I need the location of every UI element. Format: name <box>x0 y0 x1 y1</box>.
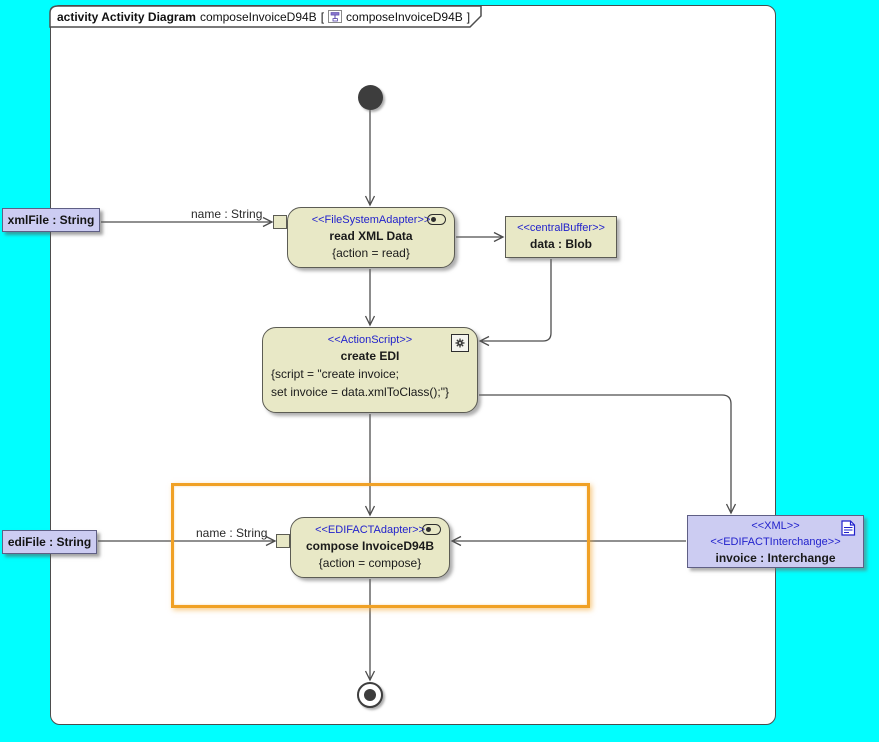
diagram-kind-label: activity Activity Diagram <box>57 9 196 24</box>
action-name: create EDI <box>340 349 400 363</box>
initial-node[interactable] <box>358 85 383 110</box>
input-pin-compose[interactable] <box>276 534 290 548</box>
central-buffer-data-blob[interactable]: <<centralBuffer>> data : Blob <box>505 216 617 258</box>
xml-document-icon <box>841 520 856 536</box>
edge-read-to-datablob[interactable] <box>456 233 503 242</box>
pin-label-read: name : String <box>191 207 263 221</box>
object-invoice-interchange[interactable]: <<XML>> <<EDIFACTInterchange>> invoice :… <box>687 515 864 568</box>
action-compose-invoice[interactable]: <<EDIFACTAdapter>> compose InvoiceD94B {… <box>290 517 450 578</box>
parameter-label: ediFile : String <box>7 535 92 549</box>
action-name: read XML Data <box>329 229 413 243</box>
final-node-dot <box>364 689 376 701</box>
edge-xmlfile-to-read-pin[interactable] <box>101 218 272 227</box>
activity-parameter-edifile[interactable]: ediFile : String <box>2 530 97 554</box>
stereotype-label: <<EDIFACTInterchange>> <box>710 536 841 548</box>
edge-edifile-to-compose-pin[interactable] <box>98 537 275 546</box>
stereotype-label: <<FileSystemAdapter>> <box>311 214 431 226</box>
selection-highlight <box>171 483 590 608</box>
object-name: invoice : Interchange <box>715 551 836 565</box>
pin-label-compose: name : String <box>196 526 268 540</box>
adapter-icon <box>427 214 446 225</box>
edge-createedi-to-invoice[interactable] <box>479 395 736 513</box>
edge-read-to-createedi[interactable] <box>366 269 375 325</box>
edge-datablob-to-createedi[interactable] <box>480 259 551 346</box>
diagram-title-tab-shape <box>50 6 481 27</box>
adapter-icon <box>422 524 441 535</box>
action-read-xml-data[interactable]: <<FileSystemAdapter>> read XML Data {act… <box>287 207 455 268</box>
edge-createedi-to-compose[interactable] <box>366 414 375 515</box>
stereotype-label: <<XML>> <box>751 520 800 532</box>
diagram-name-label: composeInvoiceD94B <box>199 9 317 24</box>
stereotype-label: <<ActionScript>> <box>327 334 413 346</box>
input-pin-read[interactable] <box>273 215 287 229</box>
edge-initial-to-read[interactable] <box>366 110 375 205</box>
activity-parameter-xmlfile[interactable]: xmlFile : String <box>2 208 100 232</box>
activity-final-node[interactable] <box>357 682 383 708</box>
edge-invoice-to-compose[interactable] <box>452 537 686 546</box>
stereotype-label: <<EDIFACTAdapter>> <box>315 524 425 536</box>
action-create-edi[interactable]: <<ActionScript>> create EDI {script = "c… <box>262 327 478 413</box>
object-name: data : Blob <box>530 237 592 251</box>
diagram-ref-label: composeInvoiceD94B <box>346 9 463 24</box>
parameter-label: xmlFile : String <box>7 213 95 227</box>
script-text-line2: set invoice = data.xmlToClass();"} <box>271 385 449 399</box>
diagram-title: activity Activity Diagram composeInvoice… <box>57 8 470 25</box>
script-gear-icon <box>451 334 469 352</box>
edge-compose-to-final[interactable] <box>366 579 375 680</box>
activity-diagram-icon <box>328 10 343 23</box>
stereotype-label: <<centralBuffer>> <box>517 222 605 234</box>
bracket-close: ] <box>466 9 471 24</box>
action-name: compose InvoiceD94B <box>305 539 435 553</box>
action-constraint: {action = read} <box>332 246 410 260</box>
action-constraint: {action = compose} <box>318 556 422 570</box>
script-text-line1: {script = "create invoice; <box>271 367 399 381</box>
bracket-open: [ <box>320 9 325 24</box>
